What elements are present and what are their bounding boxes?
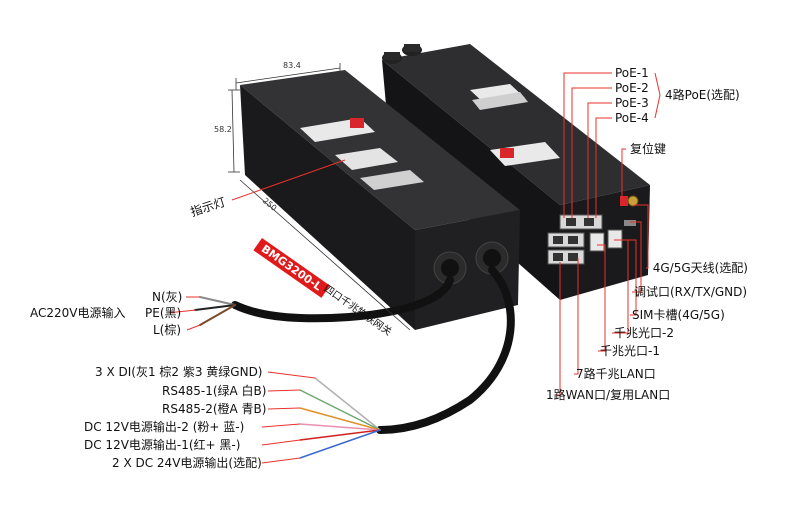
sfp-1-label: 千兆光口-1	[600, 344, 660, 358]
poe-group-label: 4路PoE(选配)	[665, 88, 740, 102]
debug-port-label: 调试口(RX/TX/GND)	[634, 285, 748, 299]
ac-wire-l: L(棕)	[153, 323, 182, 337]
dimension-lines	[228, 63, 411, 331]
cables	[194, 266, 515, 459]
lan-ports-label: 7路千兆LAN口	[576, 367, 656, 381]
ac-wire-n: N(灰)	[152, 290, 183, 304]
cable-glands	[433, 241, 509, 285]
ac-input-label: AC220V电源输入	[30, 306, 126, 320]
leader-lines	[166, 72, 661, 464]
reset-button-label: 复位键	[630, 142, 667, 156]
di-label: 3 X DI(灰1 棕2 紫3 黄绿GND)	[95, 365, 263, 379]
rs485-2-label: RS485-2(橙A 青B)	[162, 402, 267, 416]
dc12v-out-1-label: DC 12V电源输出-1(红+ 黑-)	[84, 438, 241, 452]
dimension-height: 58.2	[214, 125, 232, 134]
sim-slot-label: SIM卡槽(4G/5G)	[632, 308, 725, 322]
sfp-2-label: 千兆光口-2	[614, 326, 674, 340]
ac-wire-pe: PE(黑)	[145, 306, 182, 320]
dc12v-out-2-label: DC 12V电源输出-2 (粉+ 蓝-)	[84, 420, 245, 434]
front-device	[240, 70, 520, 330]
poe-3-label: PoE-3	[615, 96, 649, 110]
dimension-width: 83.4	[283, 61, 301, 70]
antenna-label: 4G/5G天线(选配)	[652, 261, 748, 275]
dc24v-out-label: 2 X DC 24V电源输出(选配)	[112, 456, 262, 470]
port-panel	[547, 195, 639, 265]
poe-1-label: PoE-1	[615, 66, 649, 80]
poe-4-label: PoE-4	[615, 111, 649, 125]
wan-port-label: 1路WAN口/复用LAN口	[546, 388, 671, 402]
rs485-1-label: RS485-1(绿A 白B)	[162, 384, 267, 398]
poe-2-label: PoE-2	[615, 81, 649, 95]
